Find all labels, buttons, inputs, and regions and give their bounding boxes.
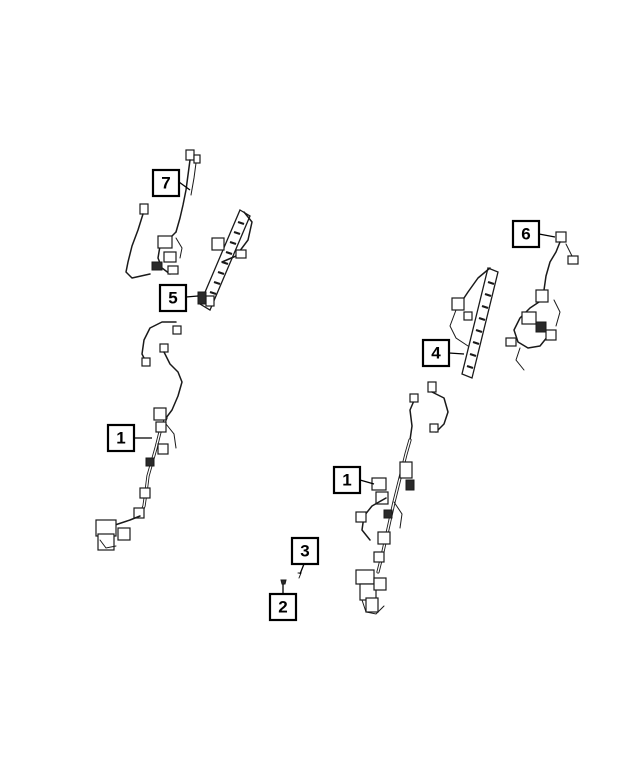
leader-7 [178, 181, 191, 191]
callout-1-right-label: 1 [342, 471, 351, 490]
left-main-harness-1 [95, 321, 183, 551]
callout-2-label: 2 [278, 598, 287, 617]
callout-4-label: 4 [431, 344, 441, 363]
left-seat-track-5 [197, 209, 253, 311]
callout-5-label: 5 [168, 289, 177, 308]
callout-5: 5 [158, 283, 188, 313]
left-harness-7 [125, 149, 201, 279]
callout-6-label: 6 [521, 225, 530, 244]
callout-6: 6 [511, 219, 541, 249]
leader-1-right [359, 479, 375, 485]
callout-4: 4 [421, 338, 451, 368]
leader-3 [299, 563, 305, 575]
callout-3-label: 3 [300, 542, 309, 561]
callout-3: 3 [290, 536, 320, 566]
callout-1-left-label: 1 [116, 429, 125, 448]
leader-4 [448, 352, 465, 355]
callout-1-left: 1 [106, 423, 136, 453]
leader-6 [538, 233, 556, 238]
right-seat-track-4 [449, 267, 499, 379]
callout-7: 7 [151, 168, 181, 198]
callout-2: 2 [268, 592, 298, 622]
leader-5 [185, 295, 199, 298]
part-2-clip [280, 579, 287, 585]
right-main-harness-1 [355, 381, 449, 615]
right-harness-6 [505, 231, 579, 371]
callout-1-right: 1 [332, 465, 362, 495]
callout-7-label: 7 [161, 174, 170, 193]
